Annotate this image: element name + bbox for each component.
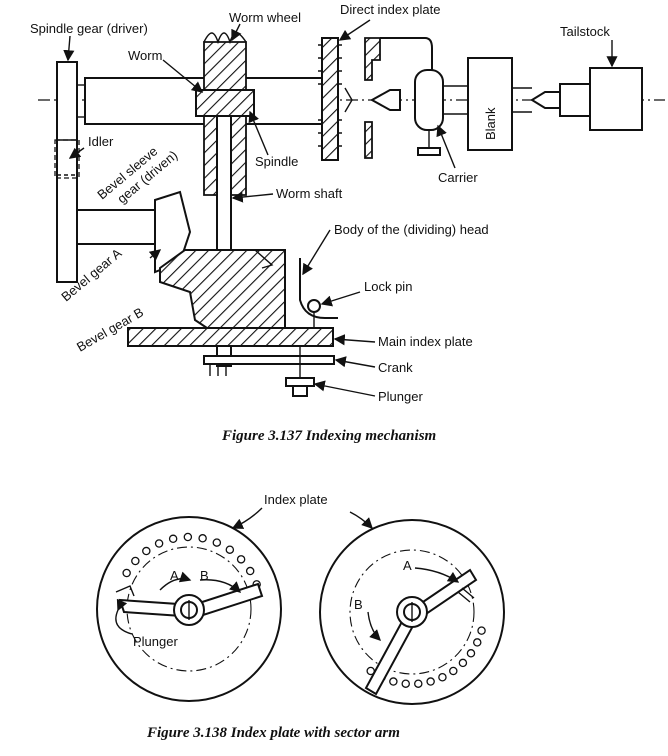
plate-hole xyxy=(458,658,468,668)
label-crank: Crank xyxy=(378,360,413,375)
label-main-index-plate: Main index plate xyxy=(378,334,473,349)
plate-hole xyxy=(426,677,435,686)
plate-hole xyxy=(198,534,207,543)
plate-hole xyxy=(414,679,423,688)
blank xyxy=(467,57,513,151)
plunger xyxy=(285,377,315,387)
worm xyxy=(195,89,255,117)
caption-figure-3-138: Figure 3.138 Index plate with sector arm xyxy=(146,725,400,741)
plate-hole xyxy=(245,566,255,576)
direct-index-plate xyxy=(321,37,339,161)
bevel-gear-b xyxy=(159,249,286,331)
label-plunger: Plunger xyxy=(378,389,423,404)
lock-pin xyxy=(307,299,321,313)
label-idler: Idler xyxy=(88,134,114,149)
label-arc-a-left: A xyxy=(170,568,179,583)
left-plate-holes xyxy=(122,532,261,589)
plate-hole xyxy=(401,679,410,688)
label-body-head: Body of the (dividing) head xyxy=(334,222,489,237)
label-arc-b-right: B xyxy=(354,597,363,612)
idler xyxy=(54,139,80,179)
plate-hole xyxy=(183,532,193,542)
label-index-plate: Index plate xyxy=(264,492,328,507)
plate-hole xyxy=(466,649,476,658)
plate-hole xyxy=(477,626,486,635)
plate-hole xyxy=(449,666,458,676)
label-arc-b-left: B xyxy=(200,568,209,583)
index-plate-drawing: A B Plunger A B Index plate Figure 3.138… xyxy=(96,492,505,741)
label-worm-shaft: Worm shaft xyxy=(276,186,343,201)
plate-hole xyxy=(142,546,151,556)
plate-hole xyxy=(473,638,482,647)
label-spindle-gear: Spindle gear (driver) xyxy=(30,21,148,36)
plate-hole xyxy=(168,534,178,544)
crank xyxy=(203,355,335,365)
plate-hole xyxy=(438,673,447,682)
label-lock-pin: Lock pin xyxy=(364,279,412,294)
carrier xyxy=(414,69,444,131)
tailstock xyxy=(589,67,643,131)
label-blank: Blank xyxy=(483,107,498,140)
label-worm: Worm xyxy=(128,48,162,63)
caption-figure-3-137: Figure 3.137 Indexing mechanism xyxy=(221,428,436,444)
label-worm-wheel: Worm wheel xyxy=(229,10,301,25)
plate-hole xyxy=(131,556,140,566)
label-direct-index-plate: Direct index plate xyxy=(340,2,440,17)
plate-hole xyxy=(212,538,222,547)
main-index-plate xyxy=(127,327,334,347)
label-plunger-left: Plunger xyxy=(133,634,178,649)
bevel-sleeve-shaft xyxy=(76,209,163,245)
plate-hole xyxy=(154,539,164,548)
spindle-gear xyxy=(56,61,78,283)
plate-hole xyxy=(236,555,246,564)
plate-hole xyxy=(389,677,398,686)
plate-hole xyxy=(225,545,235,554)
label-carrier: Carrier xyxy=(438,170,478,185)
label-spindle: Spindle xyxy=(255,154,298,169)
label-arc-a-right: A xyxy=(403,558,412,573)
indexing-mechanism-drawing: Spindle gear (driver) Worm wheel Direct … xyxy=(30,2,665,444)
label-tailstock: Tailstock xyxy=(560,24,610,39)
plate-hole xyxy=(122,568,131,578)
